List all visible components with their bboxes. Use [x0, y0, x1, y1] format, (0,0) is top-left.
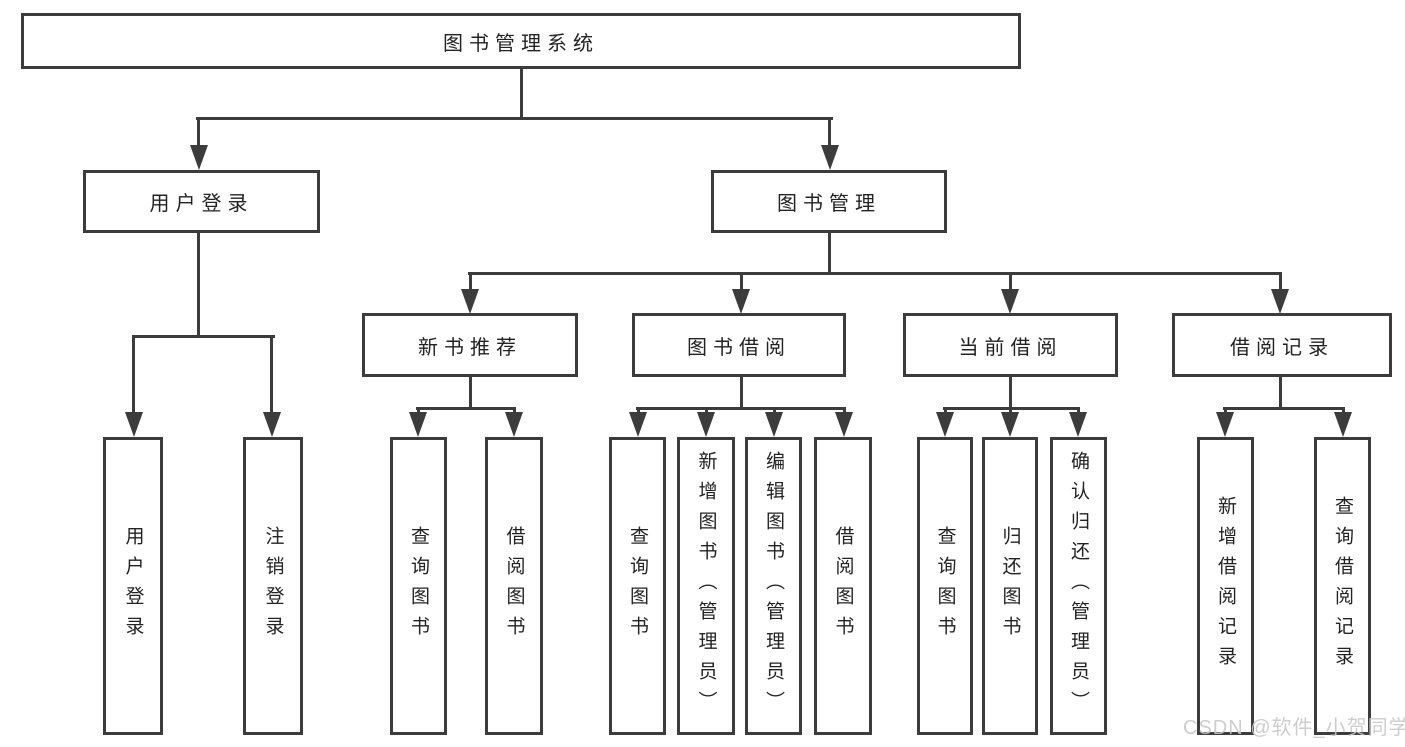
arrow-down-icon [629, 412, 647, 437]
node-current-borrow-label: 当前借阅 [958, 336, 1063, 359]
node-user-login: 用户登录 [83, 170, 320, 233]
leaf-confirm-return-admin: 确认归还（管理员） [1050, 437, 1107, 735]
connector-line [132, 335, 275, 338]
leaf-label: 用户登录 [122, 526, 144, 646]
leaf-label: 确认归还（管理员） [1068, 451, 1089, 721]
connector-line [740, 275, 743, 292]
connector-line [828, 233, 831, 274]
connector-line [636, 407, 846, 410]
node-book-mgmt-label: 图书管理 [777, 193, 881, 215]
leaf-query-books-rec: 查询图书 [390, 437, 447, 735]
connector-line [1279, 377, 1282, 409]
connector-line [270, 338, 273, 414]
connector-line [468, 272, 1282, 275]
connector-line [740, 377, 743, 409]
node-borrow-records-label: 借阅记录 [1230, 336, 1334, 359]
node-book-borrow-label: 图书借阅 [687, 336, 791, 359]
arrow-down-icon [732, 289, 750, 314]
leaf-query-borrow-record: 查询借阅记录 [1314, 437, 1371, 735]
arrow-down-icon [1334, 412, 1352, 437]
leaf-label: 编辑图书（管理员） [763, 451, 784, 721]
leaf-label: 查询借阅记录 [1332, 496, 1353, 676]
arrow-down-icon [125, 412, 143, 437]
node-new-book-rec: 新书推荐 [362, 313, 578, 377]
connector-line [416, 407, 516, 410]
node-current-borrow: 当前借阅 [903, 313, 1118, 377]
leaf-borrow-books-rec: 借阅图书 [485, 437, 543, 735]
leaf-add-books-admin: 新增图书（管理员） [677, 437, 735, 735]
arrow-down-icon [505, 412, 523, 437]
leaf-label: 借阅图书 [832, 526, 854, 646]
leaf-label: 借阅图书 [503, 526, 525, 646]
leaf-user-login: 用户登录 [103, 437, 163, 735]
arrow-down-icon [1001, 412, 1019, 437]
node-user-login-label: 用户登录 [149, 193, 254, 215]
arrow-down-icon [263, 412, 281, 437]
leaf-edit-books-admin: 编辑图书（管理员） [745, 437, 802, 735]
leaf-label: 新增借阅记录 [1215, 496, 1236, 676]
arrow-down-icon [936, 412, 954, 437]
connector-line [197, 233, 200, 337]
arrow-down-icon [1001, 289, 1019, 314]
node-book-borrow: 图书借阅 [632, 313, 846, 377]
arrow-down-icon [409, 412, 427, 437]
connector-line [469, 377, 472, 409]
connector-line [943, 407, 1080, 410]
node-root: 图书管理系统 [21, 13, 1021, 69]
connector-line [1279, 275, 1282, 292]
arrow-down-icon [190, 145, 208, 170]
watermark: CSDN @软件_小贺同学 [1183, 717, 1405, 739]
leaf-label: 查询图书 [934, 526, 956, 646]
connector-line [520, 69, 523, 119]
connector-line [1009, 275, 1012, 292]
leaf-label: 查询图书 [627, 526, 648, 646]
arrow-down-icon [1216, 412, 1234, 437]
leaf-logout: 注销登录 [243, 437, 303, 735]
node-book-mgmt: 图书管理 [711, 170, 947, 233]
arrow-down-icon [461, 289, 479, 314]
connector-line [828, 120, 831, 147]
leaf-add-borrow-record: 新增借阅记录 [1197, 437, 1254, 735]
node-borrow-records: 借阅记录 [1172, 313, 1392, 377]
arrow-down-icon [835, 412, 853, 437]
arrow-down-icon [765, 412, 783, 437]
arrow-down-icon [821, 145, 839, 170]
connector-line [197, 120, 200, 147]
connector-line [132, 338, 135, 414]
leaf-label: 注销登录 [262, 526, 284, 646]
leaf-return-books: 归还图书 [982, 437, 1038, 735]
arrow-down-icon [697, 412, 715, 437]
connector-line [196, 117, 833, 120]
node-root-label: 图书管理系统 [443, 32, 599, 55]
node-new-book-rec-label: 新书推荐 [418, 336, 522, 359]
leaf-query-books-current: 查询图书 [917, 437, 973, 735]
leaf-label: 查询图书 [408, 526, 429, 646]
leaf-label: 新增图书（管理员） [695, 451, 717, 721]
leaf-label: 归还图书 [999, 526, 1021, 646]
arrow-down-icon [1271, 289, 1289, 314]
arrow-down-icon [1069, 412, 1087, 437]
connector-line [1009, 377, 1012, 409]
leaf-borrow-books: 借阅图书 [814, 437, 872, 735]
connector-line [469, 275, 472, 292]
leaf-query-books-borrow: 查询图书 [609, 437, 666, 735]
connector-line [1223, 407, 1345, 410]
